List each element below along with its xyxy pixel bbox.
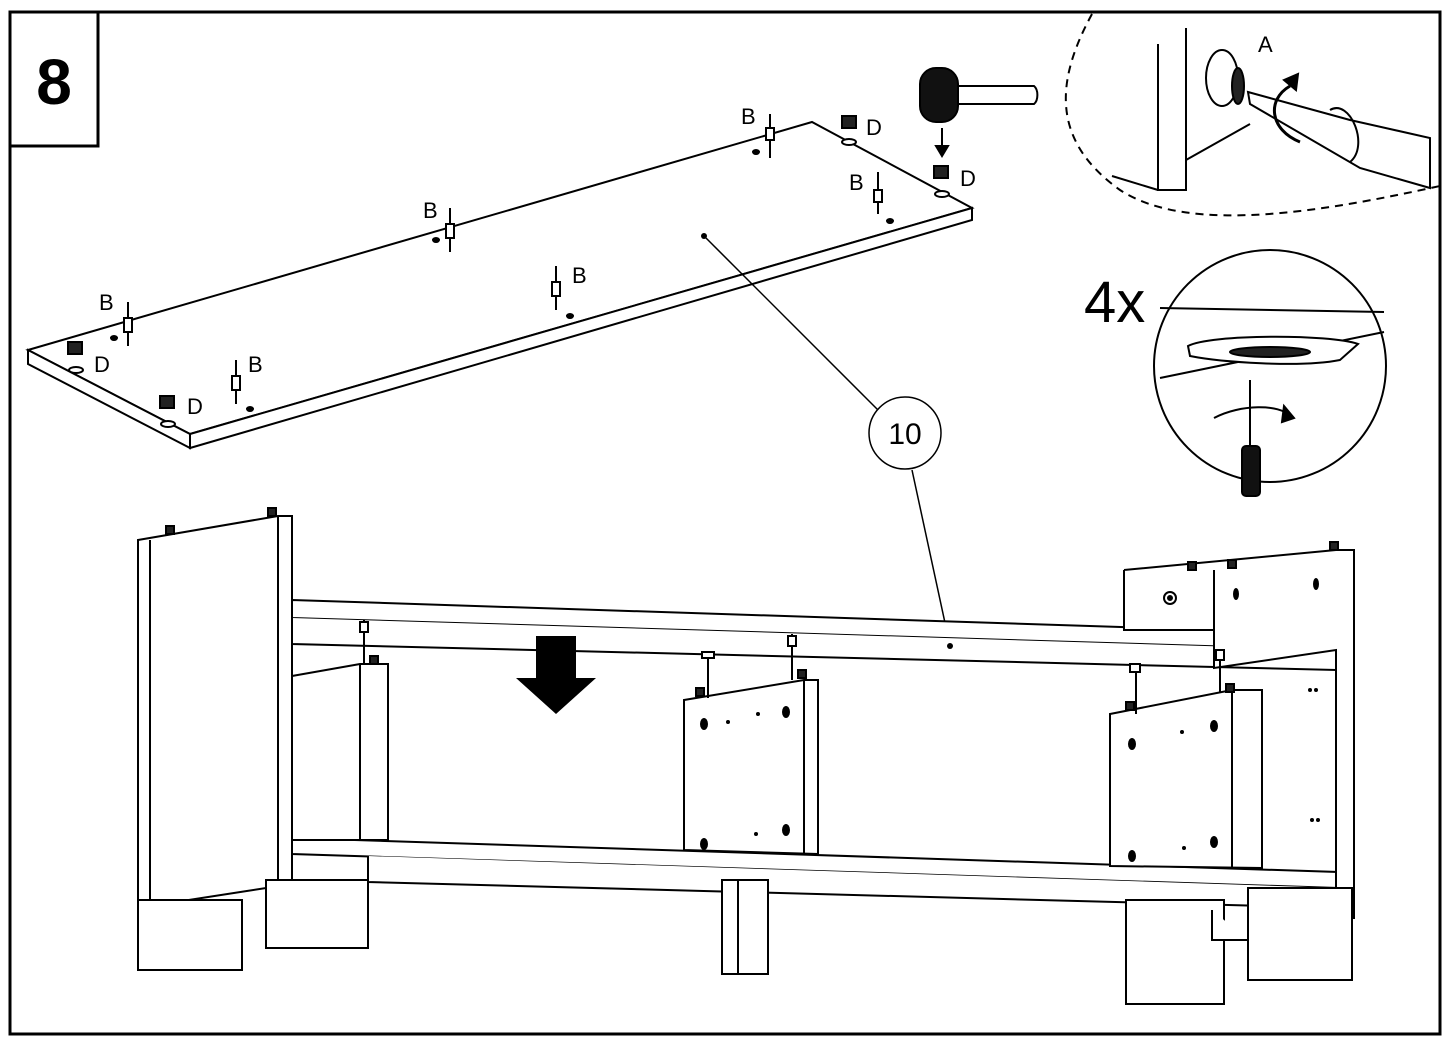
glides-d [67, 115, 950, 428]
dowel-b-3 [432, 208, 455, 252]
dowel-b-2 [873, 172, 894, 224]
leg [137, 899, 243, 971]
dowel-b-5 [110, 302, 133, 346]
step-badge: 8 [10, 12, 100, 148]
left-side-panel [137, 515, 293, 907]
part-number: 10 [888, 418, 921, 451]
multiplier-label: 4x [1084, 270, 1145, 335]
label-a: A [1258, 32, 1273, 57]
glide-d-1 [841, 115, 857, 146]
dowel-b-1 [752, 114, 775, 158]
label-b-6: B [248, 352, 263, 377]
dowel-b-4 [551, 266, 574, 319]
glide-d-3 [67, 341, 84, 374]
label-b-3: B [423, 198, 438, 223]
page-frame [8, 10, 1442, 1036]
detail-glide-screw [1153, 249, 1387, 497]
cam-lock [1163, 591, 1177, 605]
top-panel [25, 120, 975, 450]
screwdriver-icon [1241, 445, 1261, 497]
panel-holes [700, 578, 1320, 862]
label-d-4: D [187, 394, 203, 419]
dowel-b-6 [231, 360, 254, 412]
label-b-1: B [741, 104, 756, 129]
step-number: 8 [36, 46, 72, 118]
glide-d-4 [159, 395, 176, 428]
down-arrow-icon [516, 636, 596, 714]
part-callout [703, 235, 951, 647]
leg [721, 879, 769, 975]
partition [683, 679, 819, 856]
partition [1109, 689, 1263, 870]
leg [1247, 887, 1353, 981]
label-b-4: B [572, 263, 587, 288]
label-b-2: B [849, 170, 864, 195]
carcass-assembly [137, 515, 1355, 1005]
leg [265, 879, 369, 949]
mallet-icon [919, 67, 1039, 158]
screwdriver-icon [1246, 90, 1431, 190]
dowel-pins-b [110, 114, 894, 412]
carcass-fittings [165, 507, 1339, 714]
rotation-arrow-icon [1273, 84, 1301, 144]
label-d-1: D [866, 115, 882, 140]
glide-d-2 [933, 165, 950, 198]
label-d-3: D [94, 352, 110, 377]
detail-a [1064, 13, 1441, 217]
leg [1125, 899, 1225, 1005]
partition [291, 663, 389, 841]
label-d-2: D [960, 166, 976, 191]
label-b-5: B [99, 290, 114, 315]
